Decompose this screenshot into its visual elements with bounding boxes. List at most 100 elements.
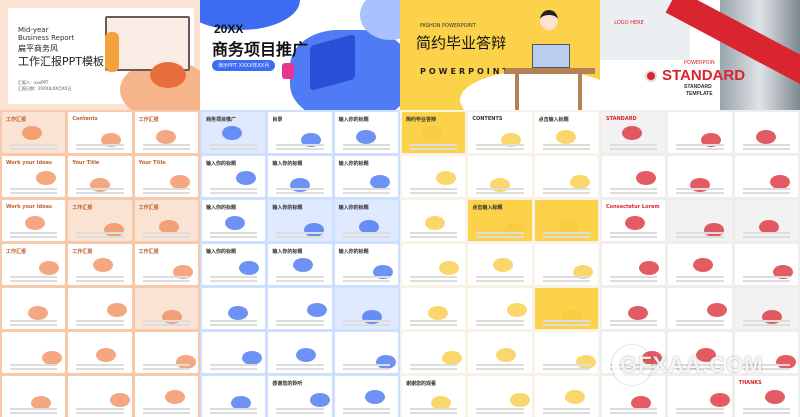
slide-thumbnail[interactable]: Your Title: [134, 156, 198, 197]
slide-thumbnail[interactable]: [334, 376, 398, 417]
slide-thumbnail[interactable]: [68, 288, 132, 329]
slide-thumbnail[interactable]: [534, 200, 598, 241]
slide-thumbnail[interactable]: [134, 288, 198, 329]
slide-thumbnail[interactable]: Work your Ideas: [2, 200, 66, 241]
text-line: [676, 148, 724, 150]
text-line: [610, 144, 658, 146]
text-line: [276, 280, 324, 282]
slide-thumbnail[interactable]: [668, 244, 732, 285]
slide-thumbnail[interactable]: [402, 200, 466, 241]
slide-thumbnail[interactable]: [334, 288, 398, 329]
slide-thumbnail[interactable]: 输入你的标题: [268, 244, 332, 285]
slide-thumbnail[interactable]: [68, 376, 132, 417]
slide-thumbnail[interactable]: [468, 288, 532, 329]
slide-thumbnail[interactable]: STANDARD: [602, 112, 666, 153]
slide-thumbnail[interactable]: Work your Ideas: [2, 156, 66, 197]
text-line: [542, 148, 590, 150]
slide-thumbnail[interactable]: [402, 288, 466, 329]
slide-thumbnail[interactable]: [668, 376, 732, 417]
slide-thumbnail[interactable]: [402, 244, 466, 285]
slide-thumbnail[interactable]: [534, 332, 598, 373]
slide-thumbnail[interactable]: 工作汇报: [134, 112, 198, 153]
slide-thumbnail[interactable]: [468, 244, 532, 285]
text-line: [142, 236, 190, 238]
slide-thumbnail[interactable]: [734, 244, 798, 285]
slide-thumbnail[interactable]: [68, 332, 132, 373]
slide-thumbnail[interactable]: [468, 376, 532, 417]
slide-thumbnail[interactable]: [402, 156, 466, 197]
hero-title: 扁平商务风: [18, 44, 58, 53]
slide-thumbnail[interactable]: Consectetur Lorem: [602, 200, 666, 241]
slide-thumbnail[interactable]: 输入你的标题: [334, 156, 398, 197]
slide-thumbnail[interactable]: [668, 156, 732, 197]
text-line: [10, 188, 58, 190]
slide-thumbnail[interactable]: [734, 200, 798, 241]
text-line: [742, 236, 790, 238]
slide-thumbnail[interactable]: [534, 156, 598, 197]
slide-thumbnail[interactable]: [734, 156, 798, 197]
slide-thumbnail[interactable]: 工作汇报: [2, 112, 66, 153]
slide-thumbnail[interactable]: [334, 332, 398, 373]
slide-thumbnail[interactable]: [2, 288, 66, 329]
hero-slide-standard[interactable]: LOGO HERE POWERPOIN STANDARD STANDARD TE…: [600, 0, 800, 110]
hero-slide-business-promotion[interactable]: 20XX 商务项目推广 演示PPT XXXX年XX月: [200, 0, 400, 110]
slide-thumbnail[interactable]: [468, 156, 532, 197]
slide-thumbnail[interactable]: 输入你的标题: [202, 156, 266, 197]
hero-year: 20XX: [214, 22, 244, 36]
slide-thumbnail[interactable]: [534, 288, 598, 329]
slide-thumbnail[interactable]: [734, 288, 798, 329]
hero-title: 简约毕业答辩: [416, 34, 507, 52]
slide-thumbnail[interactable]: 输入你的标题: [202, 200, 266, 241]
slide-thumbnail[interactable]: [134, 376, 198, 417]
slide-thumbnail[interactable]: [668, 332, 732, 373]
hero-slide-flat-business[interactable]: Mid-year Business Report 扁平商务风 工作汇报PPT模板…: [0, 0, 200, 110]
slide-thumbnail[interactable]: [2, 332, 66, 373]
slide-thumbnail[interactable]: CONTENTS: [468, 112, 532, 153]
slide-thumbnail[interactable]: Contents: [68, 112, 132, 153]
slide-thumbnail[interactable]: Your Title: [68, 156, 132, 197]
slide-thumbnail[interactable]: [734, 332, 798, 373]
slide-thumbnail[interactable]: 输入你的标题: [334, 112, 398, 153]
slide-thumbnail[interactable]: [202, 332, 266, 373]
slide-thumbnail[interactable]: THANKS: [734, 376, 798, 417]
slide-thumbnail[interactable]: 点击输入标题: [468, 200, 532, 241]
text-line: [542, 320, 590, 322]
slide-thumbnail[interactable]: [602, 156, 666, 197]
slide-thumbnail[interactable]: [668, 112, 732, 153]
slide-thumbnail[interactable]: 点击输入标题: [534, 112, 598, 153]
slide-thumbnail[interactable]: [534, 244, 598, 285]
slide-thumbnail[interactable]: [734, 112, 798, 153]
slide-thumbnail[interactable]: 工作汇报: [134, 244, 198, 285]
slide-thumbnail[interactable]: 输入你的标题: [334, 244, 398, 285]
slide-thumbnail[interactable]: 商务项目推广: [202, 112, 266, 153]
slide-thumbnail[interactable]: [268, 332, 332, 373]
slide-thumbnail[interactable]: 输入你的标题: [268, 200, 332, 241]
slide-thumbnail[interactable]: [534, 376, 598, 417]
slide-thumbnail[interactable]: 工作汇报: [68, 244, 132, 285]
slide-thumbnail[interactable]: [134, 332, 198, 373]
slide-thumbnail[interactable]: 输入你的标题: [202, 244, 266, 285]
slide-thumbnail[interactable]: 目录: [268, 112, 332, 153]
slide-thumbnail[interactable]: [668, 288, 732, 329]
slide-thumbnail[interactable]: [602, 244, 666, 285]
slide-thumbnail[interactable]: 谢谢您的观看: [402, 376, 466, 417]
slide-thumbnail[interactable]: [668, 200, 732, 241]
slide-thumbnail[interactable]: 工作汇报: [2, 244, 66, 285]
slide-thumbnail[interactable]: 输入你的标题: [268, 156, 332, 197]
slide-thumbnail[interactable]: 输入你的标题: [334, 200, 398, 241]
slide-title: 目录: [272, 117, 283, 123]
slide-thumbnail[interactable]: [468, 332, 532, 373]
slide-thumbnail[interactable]: [602, 288, 666, 329]
slide-thumbnail[interactable]: [268, 288, 332, 329]
hero-slide-graduation-defense[interactable]: FASHON POWERPOINT 简约毕业答辩 POWERPOINT: [400, 0, 600, 110]
slide-graphic: [31, 396, 51, 410]
slide-thumbnail[interactable]: 工作汇报: [68, 200, 132, 241]
slide-graphic: [296, 348, 317, 362]
slide-thumbnail[interactable]: [402, 332, 466, 373]
slide-thumbnail[interactable]: 简约毕业答辩: [402, 112, 466, 153]
slide-thumbnail[interactable]: [202, 376, 266, 417]
slide-thumbnail[interactable]: 感谢您的聆听: [268, 376, 332, 417]
slide-thumbnail[interactable]: [202, 288, 266, 329]
slide-thumbnail[interactable]: 工作汇报: [134, 200, 198, 241]
slide-thumbnail[interactable]: [2, 376, 66, 417]
